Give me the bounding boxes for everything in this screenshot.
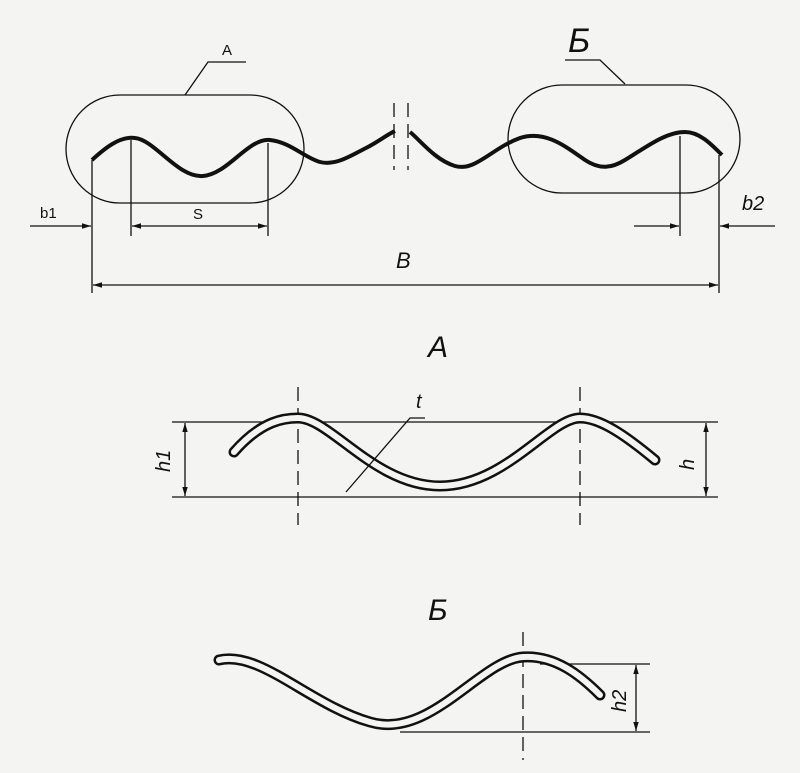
dimension-s-label: S (193, 206, 203, 223)
corrugated-profile-overview: A Б b1 S b2 B (30, 22, 775, 293)
detail-b-leader (565, 59, 626, 85)
dimension-h2-label: h2 (609, 690, 631, 712)
view-a-tube-profile (228, 412, 661, 492)
detail-b-enclosure (507, 84, 741, 194)
detail-view-a: A t h1 h (153, 331, 718, 525)
dimension-b2-label: b2 (742, 193, 764, 215)
wave-profile-right (408, 130, 724, 169)
dimension-b-overall-label: B (396, 248, 411, 273)
detail-view-b: Б h2 (213, 594, 650, 760)
dimension-h1-label: h1 (153, 450, 175, 472)
detail-a-callout-label: A (222, 42, 232, 59)
view-b-tube-profile (213, 651, 606, 730)
detail-b-callout-label: Б (568, 22, 590, 60)
dimension-h-label: h (677, 459, 699, 470)
thickness-t-label: t (416, 391, 423, 413)
wave-profile-left (90, 129, 396, 179)
detail-a-leader (184, 61, 246, 96)
dimension-b1-label: b1 (40, 205, 57, 222)
view-b-title: Б (428, 594, 448, 627)
thickness-t-leader (345, 417, 425, 493)
view-a-title: A (426, 331, 448, 364)
